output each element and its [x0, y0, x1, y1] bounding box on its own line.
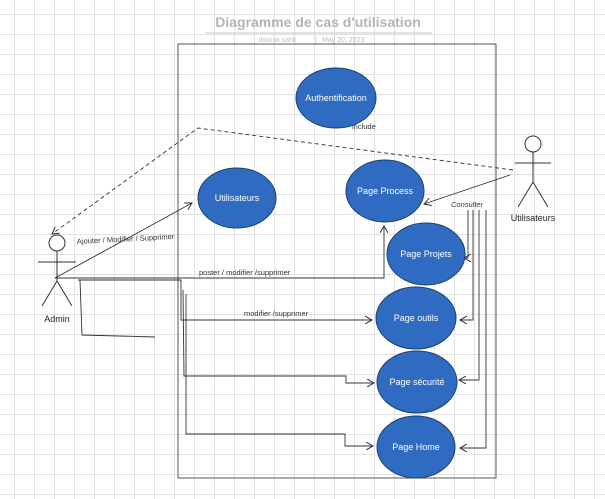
admin-to-outils-line [78, 279, 372, 320]
user-actor-label: Utilisateurs [511, 213, 556, 223]
use-case-utilisateurs[interactable]: Utilisateurs [197, 167, 277, 229]
admin-actor-label: Admin [44, 314, 70, 324]
admin-to-home-line [185, 294, 373, 446]
user-to-home-line [460, 210, 487, 448]
use-case-page-securite[interactable]: Page sécurité [376, 350, 458, 414]
admin-actor-icon[interactable] [38, 234, 76, 307]
include-line [52, 127, 514, 234]
user-to-securite-line [459, 210, 480, 380]
author-label: dounia.sahli [259, 37, 297, 44]
user-actor-icon[interactable] [515, 135, 551, 208]
use-case-authentification[interactable]: Authentification [295, 67, 377, 129]
use-case-page-home[interactable]: Page Home [376, 415, 456, 479]
utilisateurs-uc-label: Utilisateurs [215, 193, 260, 203]
admin-to-securite-line [182, 289, 374, 383]
poster-modifier-supprimer-label: poster / modifier /supprimer [199, 268, 291, 277]
page-projets-label: Page Projets [400, 249, 452, 259]
user-to-projets-line [464, 210, 468, 258]
date-label: May 20, 2023 [322, 37, 365, 44]
admin-extra-line [79, 279, 156, 338]
system-boundary [177, 43, 497, 479]
admin-to-process-line [55, 226, 384, 279]
authentification-label: Authentification [305, 93, 367, 103]
page-process-label: Page Process [357, 186, 414, 196]
admin-to-utilisateurs-line [54, 203, 192, 279]
use-case-page-outils[interactable]: Page outils [375, 286, 457, 350]
ajouter-modifier-supprimer-label: Ajouter / Modifier / Supprimer [77, 232, 175, 246]
diagram-title: Diagramme de cas d'utilisation [215, 14, 421, 30]
page-home-label: Page Home [392, 442, 440, 452]
user-to-outils-line [460, 210, 474, 320]
use-case-page-process[interactable]: Page Process [345, 159, 425, 223]
user-to-process-line [424, 174, 511, 204]
page-securite-label: Page sécurité [389, 377, 444, 387]
modifier-supprimer-label: modifier /supprimer [244, 309, 309, 318]
consulter-label: Consulter [451, 200, 484, 209]
header-separator: | [315, 37, 317, 44]
connectors [52, 127, 514, 448]
page-outils-label: Page outils [394, 313, 439, 323]
include-label: include [352, 122, 376, 131]
use-case-page-projets[interactable]: Page Projets [386, 222, 466, 286]
